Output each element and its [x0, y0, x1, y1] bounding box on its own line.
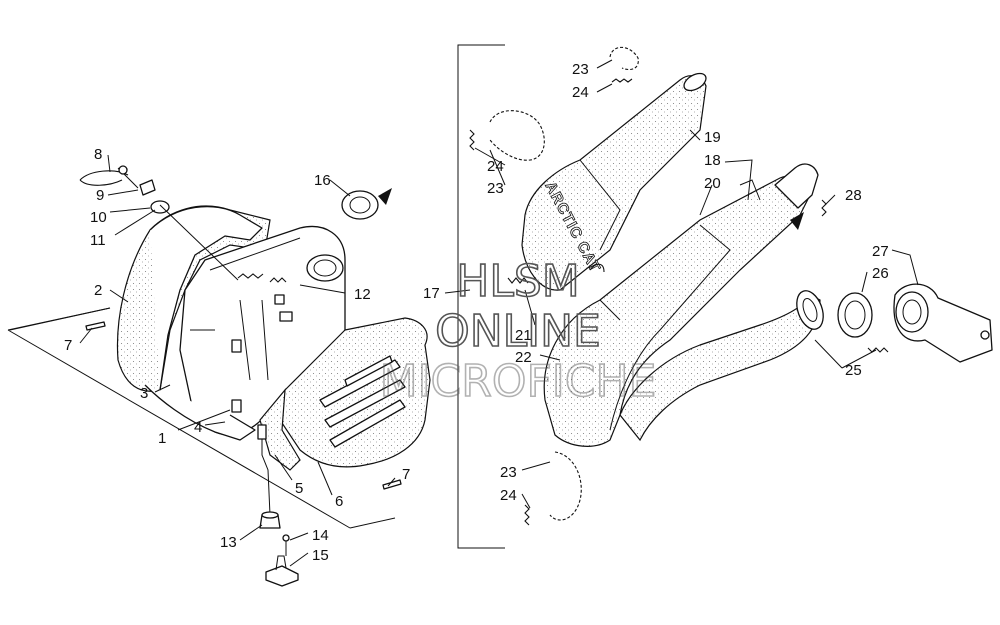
header-flange	[796, 290, 824, 330]
drain-tube	[261, 430, 271, 516]
retainer-chain	[609, 46, 639, 71]
callout-labels: 1 2 3 4 5 6 7 7 8 9 10 11 12 13 14 15 16…	[64, 61, 889, 564]
assembly-bracket-outline-path	[7, 307, 396, 529]
callout-label: 12	[354, 286, 371, 303]
mount-spring	[237, 273, 264, 279]
drain-grommet-top	[261, 511, 279, 519]
silencer-body-edge	[190, 237, 301, 381]
callout-label: 18	[704, 152, 721, 169]
callout-label: 2	[94, 282, 102, 299]
callout-label: 24	[500, 487, 517, 504]
drain-fitting	[257, 424, 267, 440]
body-tab	[279, 311, 293, 322]
callout-label: 27	[872, 243, 889, 260]
retainer-spring	[469, 129, 475, 151]
header-gasket	[837, 292, 873, 338]
outlet-grommet-inner	[349, 196, 371, 214]
stinger-spring	[821, 199, 827, 217]
leader-lines	[79, 59, 919, 567]
callout-label: 6	[335, 493, 343, 510]
callout-label: 7	[402, 466, 410, 483]
manifold-bolt-hole	[980, 330, 990, 340]
body-tab	[274, 294, 285, 305]
manifold-spring	[867, 347, 889, 353]
mounting-bracket	[265, 565, 299, 587]
chamber-header-bend	[619, 294, 821, 442]
callout-label: 23	[572, 61, 589, 78]
callout-label: 1	[158, 430, 166, 447]
body-tab	[231, 399, 242, 413]
silencer-assembly	[7, 165, 431, 587]
bolt-right	[382, 479, 402, 490]
callout-label: 9	[96, 187, 104, 204]
callout-label: 8	[94, 146, 102, 163]
silencer-outlet-pipe-inner	[313, 259, 337, 277]
bolt-left	[85, 321, 106, 331]
callout-label: 21	[515, 327, 532, 344]
silencer-heat-shield	[279, 317, 431, 468]
silencer-outlet-pipe	[306, 254, 344, 282]
watermark: HLSM ONLINE MICROFICHE	[379, 255, 657, 408]
exhaust-manifold-port	[895, 291, 929, 333]
bracket-screw-head	[282, 534, 290, 542]
callout-label: 19	[704, 129, 721, 146]
callout-label: 17	[423, 285, 440, 302]
watermark-line-2: ONLINE	[435, 306, 601, 357]
watermark-line-1: HLSM	[456, 256, 580, 307]
header-flange-inner	[802, 298, 818, 322]
retainer-spring	[524, 504, 530, 526]
clevis-pin-head	[118, 165, 128, 175]
exhaust-manifold-port-inner	[902, 299, 922, 325]
retainer-chain	[549, 451, 582, 521]
callout-label: 23	[500, 464, 517, 481]
washer	[139, 179, 156, 196]
callout-label: 28	[845, 187, 862, 204]
callout-label: 14	[312, 527, 329, 544]
cone-outlet-end	[683, 72, 707, 92]
callout-label: 22	[515, 349, 532, 366]
callout-label: 7	[64, 337, 72, 354]
watermark-line-3: MICROFICHE	[380, 356, 657, 407]
callout-label: 13	[220, 534, 237, 551]
outlet-grommet	[341, 190, 379, 220]
callout-label: 4	[194, 419, 202, 436]
callout-label: 24	[572, 84, 589, 101]
header-gasket-inner	[844, 300, 866, 330]
chamber-body-seam	[599, 224, 731, 431]
chamber-stinger	[774, 163, 819, 209]
body-tab	[231, 339, 242, 353]
heat-shield-slots	[319, 355, 406, 448]
cone-seam	[579, 159, 621, 251]
callout-label: 25	[845, 362, 862, 379]
chamber-bracket	[457, 44, 505, 549]
callout-label: 24	[487, 158, 504, 175]
callout-label: 15	[312, 547, 329, 564]
direction-arrow-icon	[378, 188, 392, 205]
retainer-spring	[611, 78, 633, 83]
callout-label: 16	[314, 172, 331, 189]
direction-arrow-icon	[790, 212, 804, 230]
callout-label: 26	[872, 265, 889, 282]
chamber-spring	[507, 277, 529, 284]
silencer-lower-shell	[259, 388, 301, 471]
callout-label: 5	[295, 480, 303, 497]
mount-spring	[269, 277, 287, 283]
callout-label: 11	[90, 232, 106, 249]
expansion-chamber-assembly: ARCTIC CAT	[457, 44, 993, 549]
callout-label: 23	[487, 180, 504, 197]
callout-label: 10	[90, 209, 107, 226]
callout-label: 3	[140, 385, 148, 402]
silencer-lower-flange	[144, 384, 256, 441]
retainer-chain	[489, 110, 545, 161]
mounting-bracket-tab	[275, 555, 287, 571]
chamber-spring	[589, 263, 605, 273]
callout-label: 20	[704, 175, 721, 192]
